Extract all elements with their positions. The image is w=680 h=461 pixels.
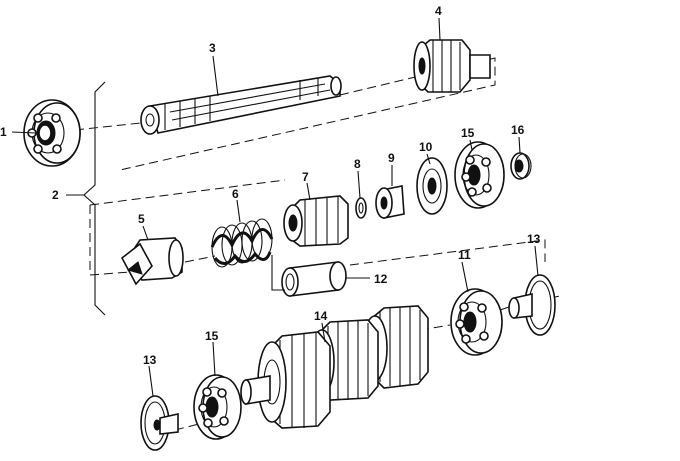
callout-16: 16 (511, 123, 525, 137)
ball-bearing-part-11 (450, 288, 503, 356)
bracket-7-12 (271, 255, 285, 291)
spacer-part-9 (375, 185, 405, 219)
callout-13-right: 13 (527, 232, 541, 246)
callout-3: 3 (209, 41, 216, 55)
bushing-part-12 (281, 261, 347, 297)
callout-13-left: 13 (143, 353, 157, 367)
callout-6: 6 (232, 187, 239, 201)
circlip-part-8 (355, 197, 367, 219)
ball-bearing-part-1 (23, 99, 81, 167)
callout-7: 7 (302, 170, 309, 184)
cover-disc-part-13-right (508, 274, 556, 336)
callout-14: 14 (314, 309, 328, 323)
spring-part-6 (210, 218, 274, 268)
drive-gear-part-4 (413, 39, 491, 93)
callout-5: 5 (138, 212, 145, 226)
callout-12: 12 (374, 272, 388, 286)
callout-8: 8 (354, 157, 361, 171)
ball-bearing-part-15-lower (193, 374, 242, 440)
callout-4: 4 (435, 4, 442, 18)
washer-part-10 (416, 157, 448, 215)
splined-gear-part-7 (283, 195, 349, 247)
cover-disc-part-13-left (140, 395, 179, 451)
sleeve-part-5 (120, 237, 184, 286)
callout-11: 11 (458, 248, 471, 262)
callout-9: 9 (388, 151, 395, 165)
callout-1: 1 (0, 125, 7, 139)
splined-shaft-part-3 (140, 75, 342, 135)
group-bracket-2 (66, 81, 106, 316)
callout-15-lower: 15 (205, 329, 219, 343)
seal-ring-part-16 (510, 152, 532, 180)
callout-labels: 1 2 3 4 5 6 7 8 9 10 11 12 13 13 14 15 1… (0, 4, 541, 367)
cluster-gear-part-14 (240, 305, 429, 429)
leader-lines (11, 17, 539, 397)
callout-2: 2 (52, 188, 59, 202)
callout-15-upper: 15 (461, 126, 475, 140)
callout-10: 10 (419, 140, 433, 154)
ball-bearing-part-15-upper (454, 141, 505, 209)
